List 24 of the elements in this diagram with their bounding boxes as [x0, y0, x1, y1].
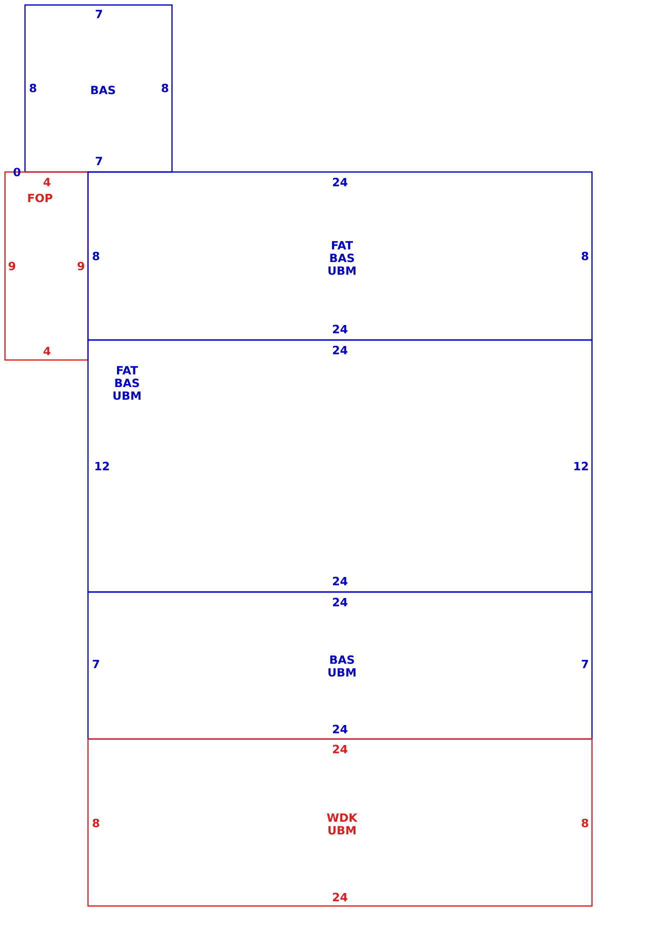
dimension-label: 8	[582, 252, 588, 260]
dimension-label: 9	[8, 262, 16, 270]
dimension-label: 8	[582, 818, 588, 828]
dimension-label: 24	[333, 576, 348, 586]
dimension-label: 8	[162, 84, 168, 92]
dimension-label: 24	[333, 324, 348, 334]
dimension-label: 24	[333, 598, 348, 606]
dimension-label: 24	[333, 724, 348, 734]
dimension-label: 4	[44, 178, 50, 186]
dimension-label: 8	[30, 84, 36, 92]
dimension-label: 9	[78, 262, 84, 270]
dimension-label: 7	[96, 10, 102, 18]
dimension-label: 8	[92, 818, 100, 828]
dimension-label: 12	[574, 462, 588, 470]
dimension-label: 24	[333, 744, 348, 754]
dimension-label: 24	[333, 178, 348, 186]
dimension-label: 4	[44, 346, 50, 356]
dimension-label: 24	[333, 346, 348, 354]
dimension-label: 7	[582, 660, 588, 668]
dimension-label: 7	[92, 660, 100, 668]
dimension-label: 24	[333, 892, 348, 902]
dimension-label: 12	[95, 462, 109, 470]
dimension-label: 8	[92, 252, 100, 260]
dimension-label: 7	[96, 156, 102, 166]
